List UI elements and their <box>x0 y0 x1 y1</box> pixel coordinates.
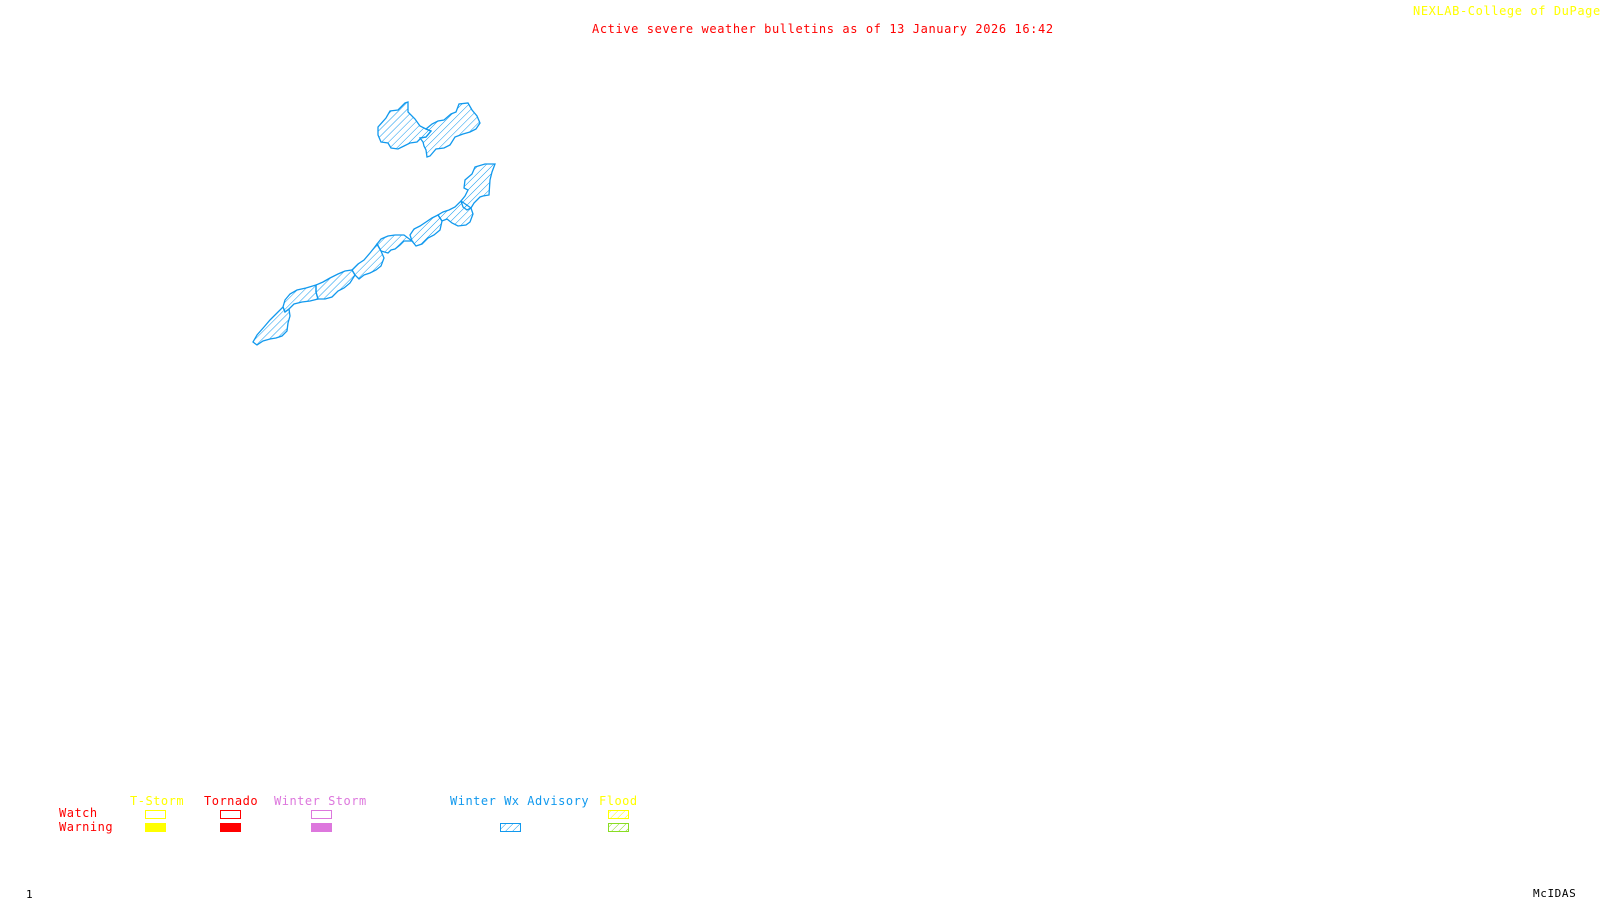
legend-flood-warning-swatch <box>608 823 629 832</box>
legend-winter-wx-advisory-swatch <box>500 823 521 832</box>
legend-header-tornado: Tornado <box>204 794 259 808</box>
frame-number: 1 <box>26 888 34 901</box>
page-title: Active severe weather bulletins as of 13… <box>592 22 1054 36</box>
advisory-zone <box>409 214 443 247</box>
legend-header-tstorm: T-Storm <box>130 794 185 808</box>
credit-text: NEXLAB-College of DuPage <box>1413 4 1600 18</box>
advisory-zone <box>418 102 481 158</box>
legend-winter-storm-warning-swatch <box>311 823 332 832</box>
legend-tornado-watch-swatch <box>220 810 241 819</box>
legend-header-flood: Flood <box>599 794 638 808</box>
legend-row-watch: Watch <box>59 806 98 820</box>
legend-swatches <box>145 810 629 832</box>
advisory-zone <box>376 234 414 254</box>
advisory-zone <box>282 284 319 314</box>
advisory-zone <box>437 200 474 227</box>
credit-label: NEXLAB-College of DuPage ⇲ <box>1413 5 1600 18</box>
advisory-zone <box>252 305 291 346</box>
legend-header-winter-storm: Winter Storm <box>274 794 367 808</box>
legend-tstorm-watch-swatch <box>145 810 166 819</box>
legend-row-warning: Warning <box>59 820 114 834</box>
app-name: McIDAS <box>1533 887 1577 900</box>
legend-winter-storm-watch-swatch <box>311 810 332 819</box>
advisory-area-north <box>377 101 481 158</box>
advisory-zone <box>315 269 356 300</box>
legend-flood-watch-swatch <box>608 810 629 819</box>
advisory-zone <box>460 163 496 211</box>
advisory-zone <box>351 242 385 280</box>
advisory-area-chain <box>252 163 496 346</box>
legend-tornado-warning-swatch <box>220 823 241 832</box>
legend-tstorm-warning-swatch <box>145 823 166 832</box>
legend-header-winter-wx-advisory: Winter Wx Advisory <box>450 794 590 808</box>
